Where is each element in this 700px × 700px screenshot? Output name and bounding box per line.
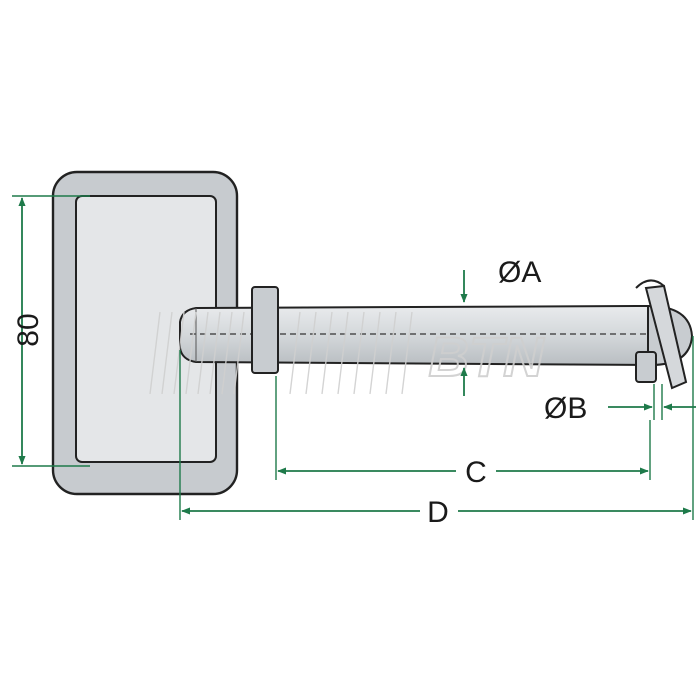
diameter-a-label: ØA — [498, 256, 541, 289]
btn-watermark: BTN — [149, 311, 546, 395]
height-dimension: 80 — [12, 195, 90, 467]
diameter-a-dimension: ØA — [460, 256, 541, 396]
height-label: 80 — [12, 313, 45, 346]
diameter-b-dimension: ØB — [544, 384, 696, 425]
watermark-text: BTN — [428, 325, 545, 388]
length-c-label: C — [465, 456, 487, 489]
length-c-dimension: C — [275, 376, 651, 489]
spring-clip — [644, 284, 688, 390]
clip-lock — [635, 351, 657, 383]
shaft-collar — [251, 286, 279, 374]
length-d-label: D — [427, 496, 449, 529]
diameter-b-label: ØB — [544, 392, 587, 425]
length-d-dimension: D — [179, 336, 694, 529]
pin-end-with-clip — [635, 279, 694, 390]
